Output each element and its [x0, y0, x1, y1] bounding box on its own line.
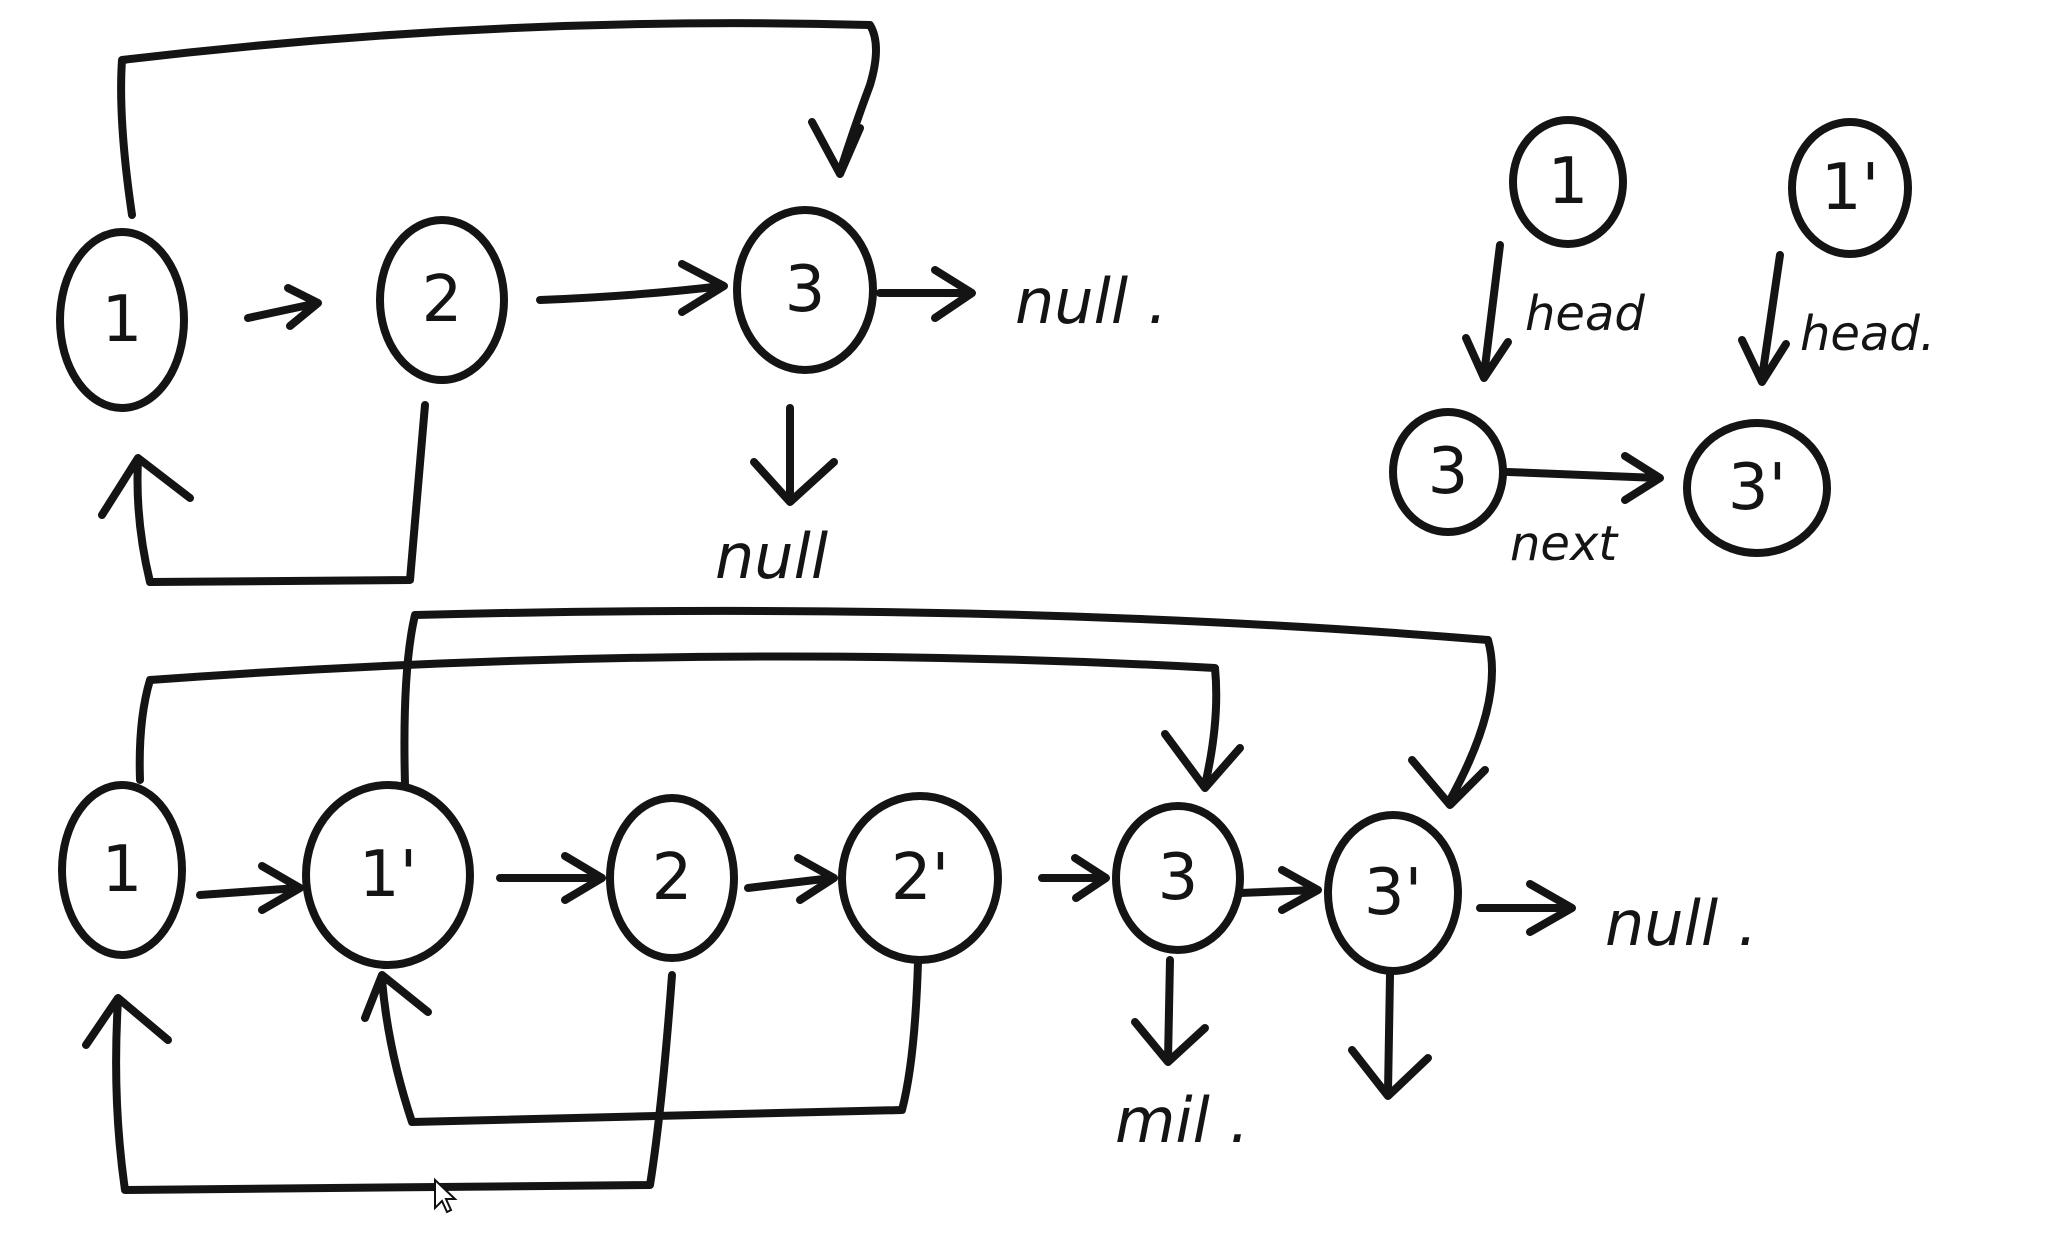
head-label-2: head. — [1800, 306, 1935, 362]
node-label-1-small: 1 — [1548, 145, 1589, 219]
next-arrow-b2c-to-b3 — [1038, 854, 1110, 902]
node-label-1: 1 — [102, 283, 143, 357]
node-circle-b1 — [58, 781, 186, 959]
node-label-b3c: 3' — [1364, 856, 1422, 930]
random-arrow-b3-to-null — [1131, 956, 1209, 1066]
next-arrow-1-to-2 — [244, 284, 322, 330]
node-label-b2c: 2' — [891, 841, 949, 915]
node-label-b1c: 1' — [359, 838, 417, 912]
random-terminal-text-b: mil . — [1115, 1084, 1249, 1157]
next-arrow-b2-to-b2c — [744, 854, 838, 904]
next-arrow-b3c-to-null — [1476, 880, 1576, 936]
node-label-2: 2 — [422, 263, 463, 337]
head-arrow-1-to-3 — [1462, 241, 1512, 382]
random-arrow-b1c-to-b3c — [400, 606, 1496, 809]
node-label-3-small: 3 — [1428, 435, 1469, 509]
node-circle-1-small — [1509, 116, 1627, 248]
next-terminal-text-b: null . — [1605, 887, 1757, 960]
random-arrow-2-to-1 — [98, 401, 429, 586]
node-circle-3 — [733, 206, 877, 374]
next-arrow-3-to-3copy — [1504, 452, 1664, 504]
node-label-b2: 2 — [652, 841, 693, 915]
random-arrow-3-to-null — [750, 404, 838, 506]
random-arrow-b2-to-b1 — [82, 971, 676, 1194]
node-circle-2 — [376, 216, 508, 384]
head-arrow-1c-to-3c — [1738, 251, 1790, 386]
node-circle-1-copy-small — [1788, 118, 1912, 258]
node-circle-3-copy-small — [1683, 419, 1831, 557]
next-arrow-b1-to-b1c — [196, 862, 304, 914]
node-circle-b2 — [606, 794, 738, 962]
node-circle-1 — [56, 228, 188, 412]
next-label: next — [1510, 516, 1619, 572]
diagram-original-list: 1 2 3 null . null — [56, 19, 1167, 593]
random-arrow-b1-to-b3 — [135, 652, 1244, 792]
node-label-1-copy-small: 1' — [1821, 151, 1879, 225]
next-arrow-b3-to-b3c — [1236, 866, 1322, 914]
next-terminal-text: null . — [1015, 265, 1167, 338]
random-arrow-1-to-3 — [117, 19, 880, 219]
node-circle-b3 — [1112, 802, 1244, 954]
node-label-b1: 1 — [102, 833, 143, 907]
random-terminal-text: null — [715, 520, 828, 593]
node-circle-b1c — [302, 781, 474, 969]
head-label-1: head — [1525, 286, 1645, 342]
node-circle-3-small — [1389, 408, 1507, 536]
random-arrow-b2c-to-b1c — [361, 958, 922, 1126]
diagram-interleaved-list: 1 1' 2 2' 3 3' null . mil . — [58, 606, 1757, 1194]
random-arrow-b3c-unlabeled — [1348, 971, 1432, 1100]
next-arrow-2-to-3 — [536, 260, 728, 316]
next-arrow-3-to-null — [876, 266, 976, 322]
node-label-3-copy-small: 3' — [1728, 451, 1786, 525]
node-circle-b3c — [1324, 811, 1462, 975]
mouse-pointer-icon — [434, 1177, 458, 1214]
node-label-3: 3 — [785, 253, 826, 327]
node-label-b3: 3 — [1158, 841, 1199, 915]
diagram-copy-example: 1 1' 3 3' head head. next — [1389, 116, 1935, 572]
next-arrow-b1c-to-b2 — [496, 852, 606, 904]
